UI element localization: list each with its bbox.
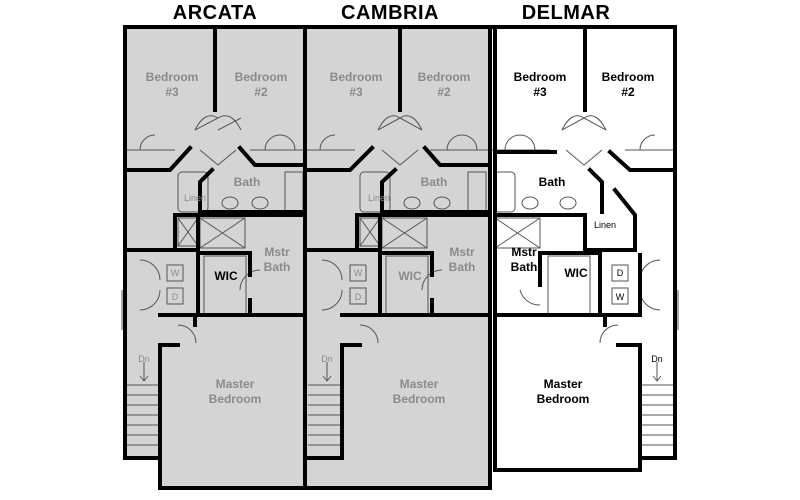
delmar-bedroom2-label: Bedroom xyxy=(602,70,655,84)
walls xyxy=(123,25,677,490)
delmar-washer-label: W xyxy=(616,292,625,302)
cambria-stairs-label: Dn xyxy=(321,354,333,364)
delmar-bedroom3-label: Bedroom xyxy=(514,70,567,84)
delmar-labels: Bedroom #3 Bedroom #2 Bath Linen Mstr Ba… xyxy=(511,70,663,406)
arcata-shade xyxy=(125,27,305,488)
delmar-mstr-bath-label: Mstr xyxy=(511,245,537,259)
delmar-stairs xyxy=(640,362,675,446)
unit-title-arcata: ARCATA xyxy=(173,2,257,24)
arcata-linen-label: Linen xyxy=(184,193,206,203)
delmar-stairs-label: Dn xyxy=(651,354,663,364)
arcata-labels: Bedroom #3 Bedroom #2 Bath Linen Mstr Ba… xyxy=(138,70,290,406)
unit-shading xyxy=(125,27,490,488)
delmar-master-label2: Bedroom xyxy=(537,392,590,406)
arcata-stairs xyxy=(125,362,160,446)
unit-title-cambria: CAMBRIA xyxy=(341,2,439,24)
arcata-bedroom2-number: #2 xyxy=(254,85,268,99)
cambria-bedroom3-label: Bedroom xyxy=(330,70,383,84)
cambria-mstr-bath-label: Mstr xyxy=(449,245,475,259)
cambria-shade xyxy=(305,27,490,488)
cambria-labels: Bedroom #3 Bedroom #2 Bath Linen Mstr Ba… xyxy=(321,70,475,406)
unit-titles: ARCATA CAMBRIA DELMAR xyxy=(173,2,611,24)
arcata-dryer-label: D xyxy=(172,292,179,302)
unit-title-delmar: DELMAR xyxy=(522,2,611,24)
cambria-linen-label: Linen xyxy=(368,193,390,203)
cambria-washer-label: W xyxy=(354,268,363,278)
cambria-master-label: Master xyxy=(400,377,439,391)
cambria-stairs xyxy=(308,362,342,446)
arcata-bedroom2-label: Bedroom xyxy=(235,70,288,84)
arcata-wic-label: WIC xyxy=(214,269,238,283)
cambria-bedroom2-label: Bedroom xyxy=(418,70,471,84)
delmar-mstr-bath-label2: Bath xyxy=(511,260,538,274)
arcata-bedroom3-number: #3 xyxy=(165,85,179,99)
cambria-bedroom2-number: #2 xyxy=(437,85,451,99)
door-swings xyxy=(139,115,661,344)
arcata-bedroom3-label: Bedroom xyxy=(146,70,199,84)
delmar-master-label: Master xyxy=(544,377,583,391)
arcata-mstr-bath-label: Mstr xyxy=(264,245,290,259)
arcata-bath-label: Bath xyxy=(234,175,261,189)
cambria-dryer-label: D xyxy=(355,292,362,302)
arcata-mstr-bath-label2: Bath xyxy=(264,260,291,274)
arcata-washer-label: W xyxy=(171,268,180,278)
cambria-wic-label: WIC xyxy=(398,269,422,283)
delmar-bath-label: Bath xyxy=(539,175,566,189)
delmar-bedroom2-number: #2 xyxy=(621,85,635,99)
cambria-mstr-bath-label2: Bath xyxy=(449,260,476,274)
arcata-stairs-label: Dn xyxy=(138,354,150,364)
delmar-bedroom3-number: #3 xyxy=(533,85,547,99)
arcata-master-label2: Bedroom xyxy=(209,392,262,406)
cambria-bedroom3-number: #3 xyxy=(349,85,363,99)
delmar-dryer-label: D xyxy=(617,268,624,278)
delmar-linen-label: Linen xyxy=(594,220,616,230)
cambria-bath-label: Bath xyxy=(421,175,448,189)
delmar-wic-label: WIC xyxy=(564,266,588,280)
arcata-master-label: Master xyxy=(216,377,255,391)
cambria-master-label2: Bedroom xyxy=(393,392,446,406)
